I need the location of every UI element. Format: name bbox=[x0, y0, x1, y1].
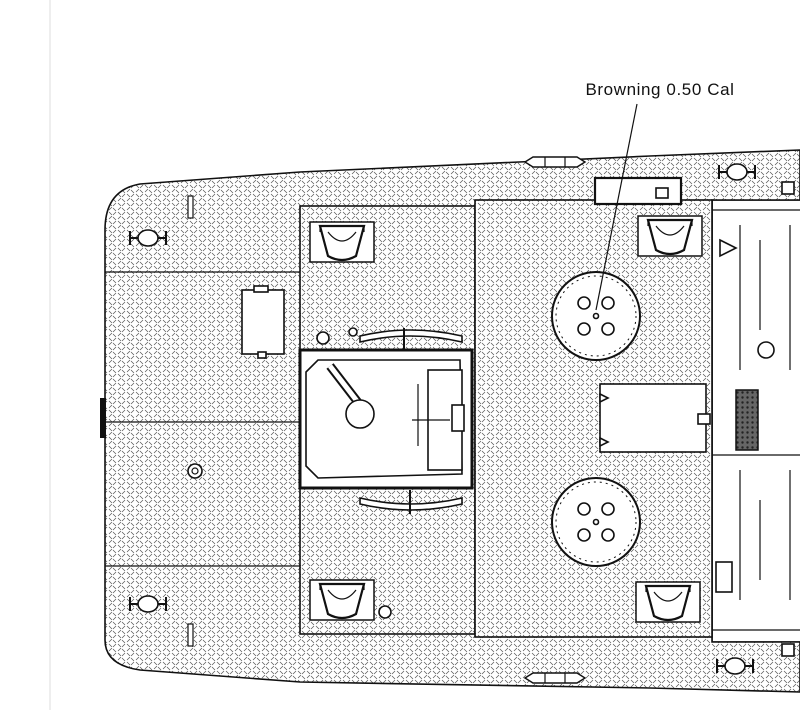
cleat-icon bbox=[524, 672, 586, 684]
vent-icon bbox=[634, 580, 702, 624]
gun-mount-icon bbox=[551, 477, 641, 567]
gun-mount-icon bbox=[551, 271, 641, 361]
bow-hatch bbox=[241, 289, 285, 355]
cleat-icon bbox=[524, 156, 586, 168]
callout-leader bbox=[595, 103, 638, 311]
ammo-locker bbox=[599, 383, 707, 453]
vent-icon bbox=[308, 220, 376, 264]
callout-browning-label: Browning 0.50 Cal bbox=[585, 80, 735, 99]
rear-structure bbox=[711, 199, 800, 643]
engine-hatch bbox=[298, 348, 474, 490]
vent-icon bbox=[636, 214, 704, 258]
vent-icon bbox=[308, 578, 376, 622]
